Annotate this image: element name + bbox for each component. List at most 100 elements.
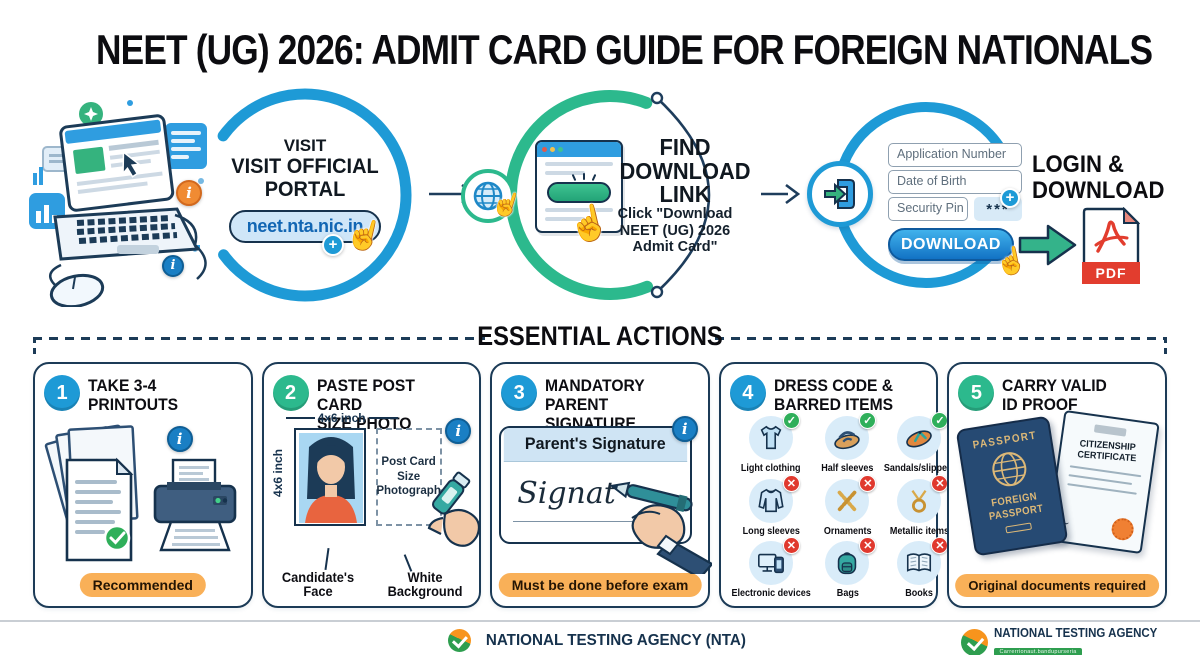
certificate-seal-icon	[1110, 516, 1136, 542]
window-dot-icon	[558, 147, 563, 152]
nta-logo-icon	[447, 629, 471, 652]
card-number-badge: 3	[501, 375, 538, 411]
essential-cards-row: 1 TAKE 3-4 PRINTOUTS i	[33, 362, 1167, 608]
download-button[interactable]: DOWNLOAD	[888, 228, 1014, 261]
original-documents-badge: Original documents required	[955, 574, 1160, 597]
info-icon: i	[445, 418, 472, 444]
card-number-badge: 2	[272, 375, 309, 411]
step1-text: VISIT VISIT OFFICIAL PORTAL neet.nta.nic…	[213, 136, 397, 244]
step2-title: FIND DOWNLOAD LINK	[619, 134, 751, 208]
plus-badge: +	[1000, 188, 1020, 208]
plus-badge: +	[322, 234, 344, 256]
step1-kicker: VISIT	[283, 136, 327, 155]
candidate-face-label: Candidate's Face	[281, 569, 354, 599]
laptop-illustration	[29, 100, 207, 307]
window-dot-icon	[550, 147, 555, 152]
step1-ring	[198, 88, 412, 302]
pdf-file-icon[interactable]: PDF	[1082, 207, 1140, 284]
card-dress-code: 4 DRESS CODE & BARRED ITEMS ✓ Light clot…	[718, 362, 955, 608]
info-icon: i	[162, 255, 184, 277]
download-link-button[interactable]	[547, 173, 611, 203]
glue-hand-icon	[427, 471, 481, 547]
globe-badge	[461, 169, 515, 223]
essential-actions-heading: ESSENTIAL ACTIONS	[477, 321, 723, 351]
portal-url-pill[interactable]: neet.nta.nic.in	[228, 210, 382, 244]
nta-right-subtext: Carrerrionaut.bandupurseria	[994, 648, 1082, 655]
book-icon	[907, 553, 932, 573]
foreign-passport: PASSPORT FOREIGN PASSPORT	[955, 415, 1069, 557]
card-title: CARRY VALID ID PROOF	[1002, 376, 1108, 415]
pen-hand-icon	[609, 481, 712, 574]
dress-code-grid: ✓ Light clothing ✓ Half sleeves	[725, 412, 955, 602]
card-title: MANDATORY PARENT SIGNATURE	[545, 376, 645, 434]
divider-dash-right	[715, 337, 1167, 340]
dress-item-metallic: ✕ Metallic items	[878, 474, 961, 540]
sandal-icon	[834, 431, 861, 450]
content-line	[545, 208, 613, 212]
backpack-icon	[838, 552, 857, 575]
dress-item-books: ✕ Books	[878, 537, 961, 602]
certificate-header-bar	[1093, 424, 1127, 437]
flow-arrow-icon	[761, 183, 800, 205]
passport-emblem-bar	[1005, 522, 1033, 534]
signature-text: Signat	[517, 476, 616, 511]
step3-title: LOGIN & DOWNLOAD	[1032, 151, 1165, 205]
signature-line	[513, 521, 656, 522]
white-background-label: White Background	[387, 569, 463, 599]
flipflop-icon	[906, 430, 933, 448]
login-icon	[824, 179, 855, 209]
passport-globe-icon	[992, 452, 1027, 487]
candidate-photo	[293, 428, 366, 526]
window-dot-icon	[542, 147, 547, 152]
card-number-badge: 1	[44, 375, 80, 411]
signature-panel-title: Parent's Signature	[504, 428, 687, 462]
chains-icon	[837, 490, 857, 511]
card-id-proof: 5 CARRY VALID ID PROOF CITIZENSHIP CERTI…	[947, 362, 1167, 608]
browser-titlebar	[537, 142, 621, 157]
page-title: NEET (UG) 2026: ADMIT CARD GUIDE FOR FOR…	[96, 26, 1153, 73]
card-parent-signature: 3 MANDATORY PARENT SIGNATURE Parent's Si…	[490, 362, 712, 608]
pdf-label: PDF	[1082, 262, 1140, 284]
recommended-badge: Recommended	[79, 573, 206, 597]
divider-drop-right	[1164, 337, 1167, 359]
globe-icon	[473, 181, 503, 211]
dress-item-ornaments: ✕ Ornaments	[817, 474, 878, 540]
signature-warning-badge: Must be done before exam	[498, 573, 702, 597]
dress-item-long-sleeves: ✕ Long sleeves	[725, 474, 817, 540]
pendant-icon	[911, 489, 927, 513]
info-icon: i	[671, 416, 698, 442]
date-of-birth-field[interactable]: Date of Birth	[888, 170, 1022, 194]
info-icon: i	[176, 180, 202, 206]
card-paste-photo: 2 PASTE POST CARD SIZE PHOTO 4x6 inch 4x…	[261, 362, 482, 608]
step2-subtitle: Click "Download NEET (UG) 2026 Admit Car…	[617, 206, 733, 256]
tshirt-icon	[760, 425, 782, 450]
step2-ring	[505, 89, 715, 300]
nta-center-label: NATIONAL TESTING AGENCY (NTA)	[485, 631, 746, 649]
card-number-badge: 5	[958, 375, 995, 411]
photo-width-dimension: 4x6 inch	[285, 411, 398, 425]
footer-right-brand: NATIONAL TESTING AGENCY Carrerrionaut.ba…	[961, 626, 1172, 655]
nta-right-label: NATIONAL TESTING AGENCY	[994, 626, 1158, 640]
security-pin-field[interactable]: Security Pin	[888, 197, 968, 221]
login-badge	[807, 161, 873, 227]
divider-drop-left	[33, 337, 36, 359]
printouts-stack-icon	[44, 424, 139, 562]
content-line	[545, 217, 585, 221]
to-pdf-arrow-icon	[1018, 224, 1077, 266]
content-line	[545, 171, 585, 175]
certificate-title: CITIZENSHIP CERTIFICATE	[1077, 438, 1137, 465]
card-number-badge: 4	[729, 375, 766, 411]
dress-item-light-clothing: ✓ Light clothing	[725, 412, 817, 477]
card-title: TAKE 3-4 PRINTOUTS	[88, 376, 179, 415]
pointer-line	[324, 547, 330, 571]
dress-item-bags: ✕ Bags	[817, 537, 878, 602]
postcard-photo-placeholder: Post Card Size Photograph	[375, 428, 442, 526]
browser-window	[535, 140, 623, 233]
card-take-printouts: 1 TAKE 3-4 PRINTOUTS i	[33, 362, 253, 608]
application-number-field[interactable]: Application Number	[888, 143, 1022, 167]
content-line	[545, 162, 613, 166]
nta-logo-icon	[961, 628, 989, 655]
dress-item-half-sleeves: ✓ Half sleeves	[817, 412, 878, 477]
footer: NATIONAL TESTING AGENCY (NTA) NATIONAL T…	[0, 620, 1200, 655]
